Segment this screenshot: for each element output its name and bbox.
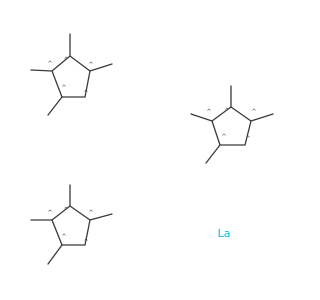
structure-diagram: ^ ^ ^ ^ ^ ^ ^ ^ ^ ^ ^ ^ ^ ^ ^ [30,33,274,265]
ring-bond [84,219,91,246]
lanthanum-atom-label: La [218,227,231,240]
methyl-bond [47,96,63,116]
ring-bond [84,70,91,98]
radical-mark: ^ [63,57,68,64]
ring-bond [69,55,91,72]
radical-mark: ^ [61,85,66,92]
tetramethylcyclopentadienyl-2: ^ ^ ^ ^ ^ [190,85,274,164]
radical-mark: ^ [88,210,93,217]
tetramethylcyclopentadienyl-1: ^ ^ ^ ^ ^ [30,33,113,116]
ring-bond [51,205,71,221]
ring-bond [51,70,63,98]
methyl-bond [190,113,213,122]
radical-mark: ^ [47,61,52,68]
methyl-bond [30,69,53,72]
radical-mark: ^ [47,210,52,217]
radical-mark: ^ [83,90,88,97]
radical-mark: ^ [221,134,226,141]
radical-mark: ^ [224,108,229,115]
radical-mark: ^ [251,109,256,116]
ring-bond [211,106,232,122]
radical-mark: ^ [61,234,66,241]
methyl-bond [89,63,113,72]
methyl-bond [47,244,63,265]
radical-mark: ^ [63,207,68,214]
radical-mark: ^ [206,109,211,116]
ring-bond [244,120,252,146]
ring-bond [51,55,71,72]
radical-mark: ^ [83,239,88,246]
ring-bond [51,219,63,246]
radical-mark: ^ [88,62,93,69]
ring-bond [230,106,252,122]
methyl-bond [205,144,221,164]
methyl-bond [89,213,113,221]
methyl-bond [250,113,274,122]
ring-bond [69,205,91,221]
ring-bond [211,120,221,146]
tetramethylcyclopentadienyl-3: ^ ^ ^ ^ ^ [30,184,113,265]
radical-mark: ^ [245,136,250,143]
